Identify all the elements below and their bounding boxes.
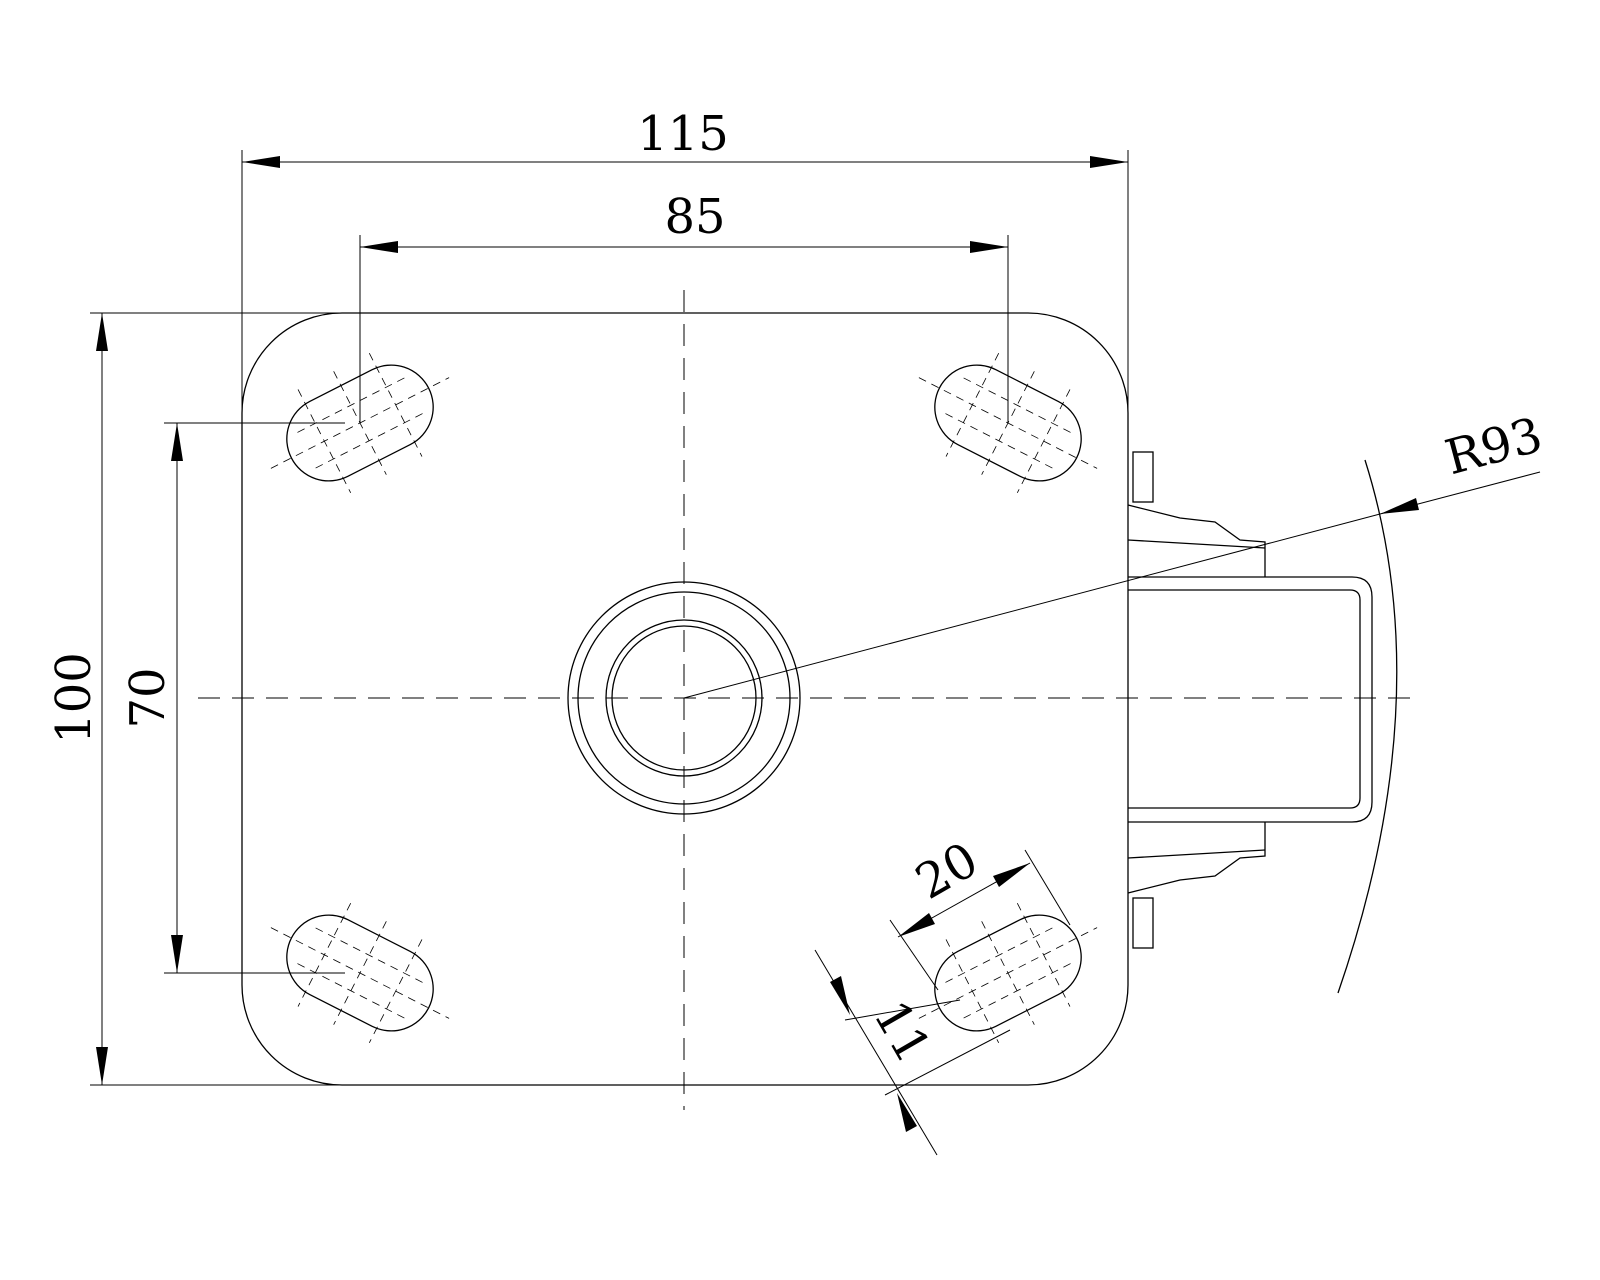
svg-text:70: 70 [120, 667, 176, 728]
dimension-hole-spacing-y: 70 [120, 422, 345, 974]
wheel [1128, 576, 1373, 823]
wheel-swivel-arc [1337, 459, 1398, 994]
dimension-slot-length: 20 [889, 832, 1071, 991]
dimension-wheel-radius: R93 [683, 407, 1548, 699]
dimension-overall-width: 115 [241, 106, 1129, 410]
dimension-hole-spacing-x: 85 [359, 189, 1009, 423]
svg-text:20: 20 [907, 832, 988, 911]
svg-text:100: 100 [46, 652, 102, 744]
mounting-plate [241, 312, 1129, 1086]
wheel-bracket [1127, 451, 1373, 949]
svg-text:115: 115 [637, 106, 729, 162]
svg-text:11: 11 [862, 992, 941, 1073]
dimension-overall-height: 100 [46, 312, 350, 1086]
kingpin-boss [567, 581, 801, 815]
dimension-slot-width: 11 [814, 949, 1011, 1156]
svg-text:85: 85 [664, 189, 725, 245]
